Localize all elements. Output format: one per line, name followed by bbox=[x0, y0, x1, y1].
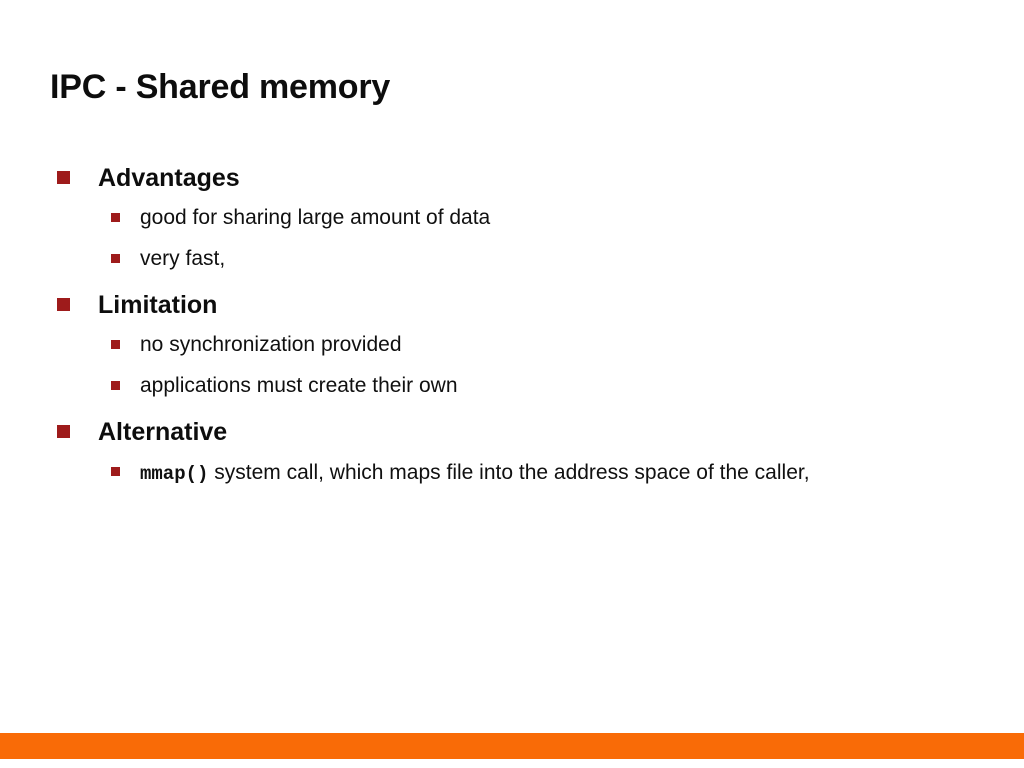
sub-bullet-item[interactable]: good for sharing large amount of data bbox=[50, 201, 950, 234]
footer-accent-bar bbox=[0, 733, 1024, 759]
square-bullet-icon bbox=[57, 298, 70, 311]
sub-bullet-label: very fast, bbox=[140, 247, 226, 270]
bullet-group-advantages: Advantages good for sharing large amount… bbox=[50, 160, 950, 275]
small-square-bullet-icon bbox=[111, 213, 120, 222]
sub-bullet-item[interactable]: mmap() system call, which maps file into… bbox=[50, 455, 950, 492]
sub-bullet-trailing-text: system call, which maps file into the ad… bbox=[208, 461, 810, 484]
bullet-group-limitation: Limitation no synchronization provided a… bbox=[50, 287, 950, 402]
sub-bullet-label: no synchronization provided bbox=[140, 333, 402, 356]
bullet-item-advantages[interactable]: Advantages bbox=[50, 160, 950, 196]
small-square-bullet-icon bbox=[111, 467, 120, 476]
square-bullet-icon bbox=[57, 171, 70, 184]
page-title: IPC - Shared memory bbox=[50, 68, 391, 106]
small-square-bullet-icon bbox=[111, 381, 120, 390]
bullet-heading-label: Alternative bbox=[98, 418, 228, 446]
bullet-heading-label: Advantages bbox=[98, 164, 240, 192]
bullet-heading-label: Limitation bbox=[98, 291, 218, 319]
sub-bullet-item[interactable]: very fast, bbox=[50, 242, 950, 275]
small-square-bullet-icon bbox=[111, 254, 120, 263]
sub-bullet-label: applications must create their own bbox=[140, 374, 458, 397]
code-literal-mmap: mmap() bbox=[140, 463, 209, 485]
sub-bullet-item[interactable]: applications must create their own bbox=[50, 369, 950, 402]
bullet-item-alternative[interactable]: Alternative bbox=[50, 414, 950, 450]
sub-bullet-item[interactable]: no synchronization provided bbox=[50, 328, 950, 361]
small-square-bullet-icon bbox=[111, 340, 120, 349]
square-bullet-icon bbox=[57, 425, 70, 438]
bullet-group-alternative: Alternative mmap() system call, which ma… bbox=[50, 414, 950, 492]
slide-body: Advantages good for sharing large amount… bbox=[50, 160, 950, 494]
bullet-item-limitation[interactable]: Limitation bbox=[50, 287, 950, 323]
sub-bullet-label: mmap() system call, which maps file into… bbox=[140, 455, 810, 492]
sub-bullet-label: good for sharing large amount of data bbox=[140, 206, 491, 229]
